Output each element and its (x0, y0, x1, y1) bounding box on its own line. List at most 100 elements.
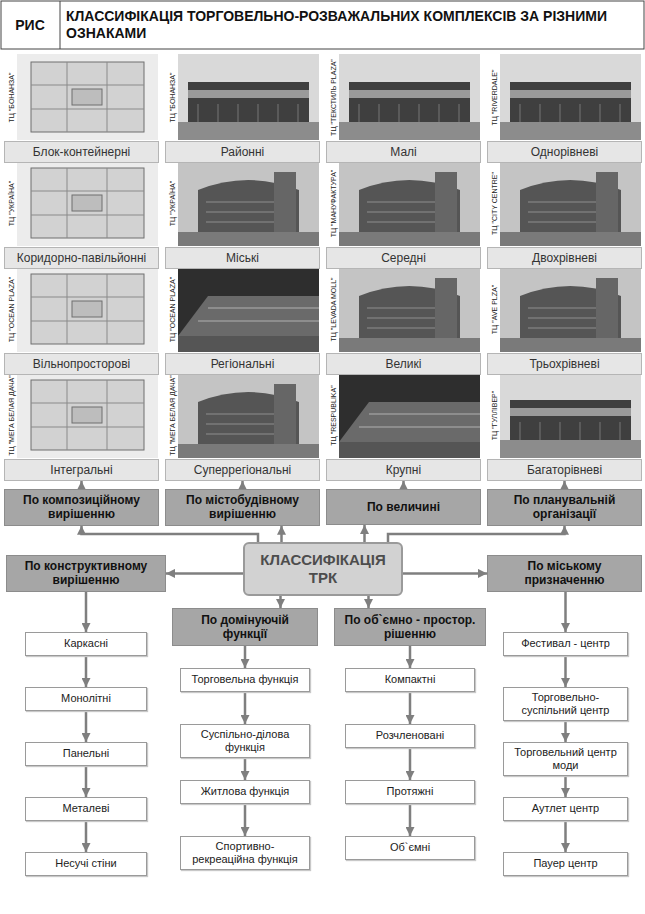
photo-image (500, 372, 641, 458)
connector-arrow (564, 776, 567, 797)
figure-title: КЛАССИФІКАЦІЯ ТОРГОВЕЛЬНО-РОЗВАЖАЛЬНИХ К… (66, 2, 636, 48)
photo-image (178, 160, 319, 246)
node-text: Металеві (63, 802, 110, 815)
node-text: Великі (386, 357, 422, 371)
node-text: Блок-контейнерні (33, 145, 131, 159)
node-text: Коридорно-павільйонні (17, 251, 146, 265)
node-text: По міському призначенню (493, 559, 636, 588)
image-label: ТЦ "УКРАЇНА" (4, 160, 17, 246)
category-caption: Малі (326, 141, 481, 163)
image-label-strip: ТЦ "МАНУФАКТУРА" (326, 160, 339, 246)
node-text: Аутлет центр (532, 802, 599, 815)
connector-arrow (85, 656, 88, 687)
connector-arrow (244, 692, 247, 724)
connector-arrow (363, 525, 366, 542)
node-text: Багаторівневі (527, 463, 602, 477)
category-caption: Суперрегіональні (165, 459, 320, 481)
node-text: По містобудівному вирішенню (171, 493, 314, 522)
node-text: Каркасні (64, 637, 108, 650)
node-text: Монолітні (61, 692, 111, 705)
plan-image (17, 266, 158, 352)
central-node: КЛАССИФІКАЦІЯ ТРК (243, 542, 403, 596)
image-label: ТЦ "ТЕКСТИЛЬ PLAZA" (326, 54, 339, 140)
category-caption: Районні (165, 141, 320, 163)
category-caption: Середні (326, 247, 481, 269)
photo-image (178, 54, 319, 140)
image-label: ТЦ "УКРАЇНА" (165, 160, 178, 246)
node-text: Суспільно-ділова функція (186, 728, 304, 754)
photo-image (339, 54, 480, 140)
type-box: Монолітні (25, 687, 147, 711)
image-label: ТЦ "МЕГА БЕЛАЯ ДАЧА" (4, 372, 17, 458)
criterion-box: По об`ємно - простор. рішенню (334, 608, 486, 646)
photo-image (178, 372, 319, 458)
criterion-box: По планувальній організації (487, 489, 642, 526)
type-box: Металеві (25, 797, 147, 821)
connector-arrow (564, 721, 567, 742)
node-text: Пауер центр (533, 857, 597, 870)
connector-arrow (85, 711, 88, 742)
photo-image (339, 266, 480, 352)
image-label-strip: ТЦ "ТЕКСТИЛЬ PLAZA" (326, 54, 339, 140)
node-text: Вільнопросторові (33, 357, 131, 371)
image-label-strip: ТЦ "УКРАЇНА" (4, 160, 17, 246)
node-text: Крупні (386, 463, 421, 477)
image-label-strip: ТЦ "LEVADA MOLL" (326, 266, 339, 352)
connector-arrow (409, 646, 412, 668)
image-label-strip: ТЦ "RESPUBLIKA" (326, 372, 339, 458)
connector-arrow (82, 526, 259, 542)
connector-arrow (85, 821, 88, 852)
criterion-box: По конструктивному вирішенню (6, 555, 166, 592)
figure-label: РИС (2, 2, 58, 48)
image-label: ТЦ "LEVADA MOLL" (326, 266, 339, 352)
image-label-strip: ТЦ "CITY CENTRE" (487, 160, 500, 246)
image-label-strip: ТЦ "МЕГА БЕЛАЯ ДАЧА" (4, 372, 17, 458)
connector-arrow (409, 692, 412, 724)
node-text: Панельні (63, 747, 110, 760)
connector-arrow (409, 804, 412, 836)
node-text: По композиційному вирішенню (10, 493, 153, 522)
plan-image (17, 372, 158, 458)
plan-image (17, 160, 158, 246)
image-label-strip: ТЦ "МЕГА БЕЛАЯ ДАЧА" (165, 372, 178, 458)
image-label-strip: ТЦ "RIVERDALE" (487, 54, 500, 140)
type-box: Компактні (345, 668, 475, 692)
connector-arrow (367, 596, 370, 608)
photo-image (178, 266, 319, 352)
criterion-box: По містобудівному вирішенню (165, 489, 320, 526)
criterion-box: По композиційному вирішенню (4, 489, 159, 526)
category-caption: Вільнопросторові (4, 353, 159, 375)
image-label: ТЦ "БОНАНЗА" (4, 54, 17, 140)
connector-arrow (388, 526, 565, 542)
image-label: ТЦ "AVE PLZA" (487, 266, 500, 352)
node-text: Інтегральні (50, 463, 112, 477)
node-text: Розчленовані (376, 729, 444, 742)
photo-image (500, 54, 641, 140)
type-box: Розчленовані (345, 724, 475, 748)
type-box: Житлова функція (180, 780, 310, 804)
node-text: По домінуючій функції (178, 613, 312, 642)
connector-arrow (564, 592, 567, 632)
connector-arrow (244, 758, 247, 780)
image-label: ТЦ "ГУЛЛІВЕР" (487, 372, 500, 458)
connector-arrow (563, 481, 566, 489)
image-label-strip: ТЦ "УКРАЇНА" (165, 160, 178, 246)
image-label-strip: ТЦ "ГУЛЛІВЕР" (487, 372, 500, 458)
connector-arrow (564, 821, 567, 852)
connector-arrow (166, 572, 243, 575)
node-text: Житлова функція (201, 785, 290, 798)
plan-image (17, 54, 158, 140)
header-frame (1, 1, 644, 49)
connector-arrow (280, 526, 283, 542)
type-box: Об`ємні (345, 836, 475, 860)
node-text: Фестивал - центр (521, 637, 610, 650)
image-label: ТЦ "RESPUBLIKA" (326, 372, 339, 458)
category-caption: Трьохрівневі (487, 353, 642, 375)
photo-image (339, 160, 480, 246)
node-text: Двохрівневі (532, 251, 597, 265)
category-caption: Однорівневі (487, 141, 642, 163)
title-text: КЛАССИФІКАЦІЯ ТОРГОВЕЛЬНО-РОЗВАЖАЛЬНИХ К… (66, 8, 636, 42)
connector-arrow (85, 766, 88, 797)
type-box: Торговельний центр моди (503, 742, 628, 776)
image-label-strip: ТЦ "OCEAN PLAZA" (4, 266, 17, 352)
